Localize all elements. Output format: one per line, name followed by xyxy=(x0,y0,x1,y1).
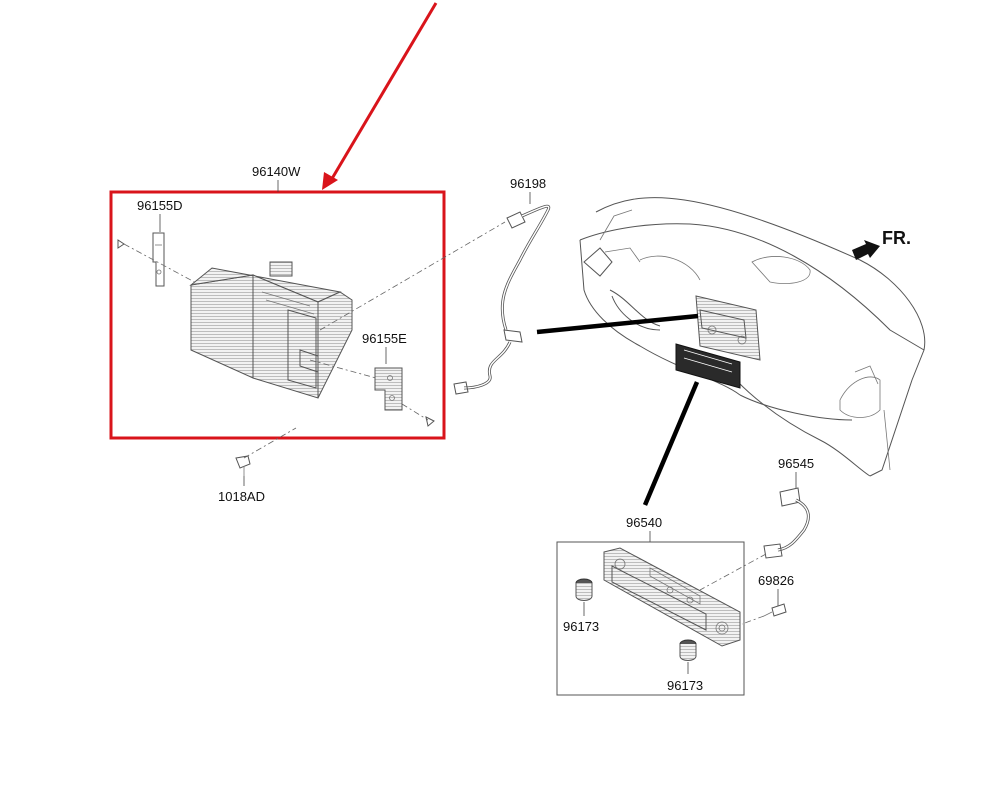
label-front-direction: FR. xyxy=(882,228,911,248)
label-bracket-right: 96155E xyxy=(362,331,407,346)
highlight-frame xyxy=(109,190,446,440)
control-panel-frame xyxy=(556,541,745,696)
bracket-right-part xyxy=(374,367,403,411)
leader-control-to-dash xyxy=(642,381,700,506)
screw-small-left-icon xyxy=(117,239,125,249)
label-knob-right: 96173 xyxy=(667,678,703,693)
control-panel-part xyxy=(603,547,741,647)
label-screw-small: 69826 xyxy=(758,573,794,588)
knob-right-part xyxy=(679,639,697,661)
pointer-arrow-icon xyxy=(322,2,438,190)
label-control-panel: 96540 xyxy=(626,515,662,530)
control-cable-part xyxy=(763,487,810,559)
label-control-cable: 96545 xyxy=(778,456,814,471)
screw-69826-icon xyxy=(763,603,787,617)
head-unit-part xyxy=(189,261,353,399)
bracket-left-part xyxy=(152,232,165,287)
fr-arrow-icon xyxy=(852,240,880,260)
label-head-unit: 96140W xyxy=(252,164,301,179)
screw-small-right-icon xyxy=(425,416,435,427)
antenna-cable-part xyxy=(453,204,551,395)
label-bracket-left: 96155D xyxy=(137,198,183,213)
dashboard-part xyxy=(579,197,926,477)
knob-left-part xyxy=(575,578,593,601)
label-knob-left: 96173 xyxy=(563,619,599,634)
leader-head-unit-to-dash xyxy=(536,313,699,335)
label-antenna-cable: 96198 xyxy=(510,176,546,191)
screw-1018ad-icon xyxy=(235,455,251,476)
label-screw: 1018AD xyxy=(218,489,265,504)
